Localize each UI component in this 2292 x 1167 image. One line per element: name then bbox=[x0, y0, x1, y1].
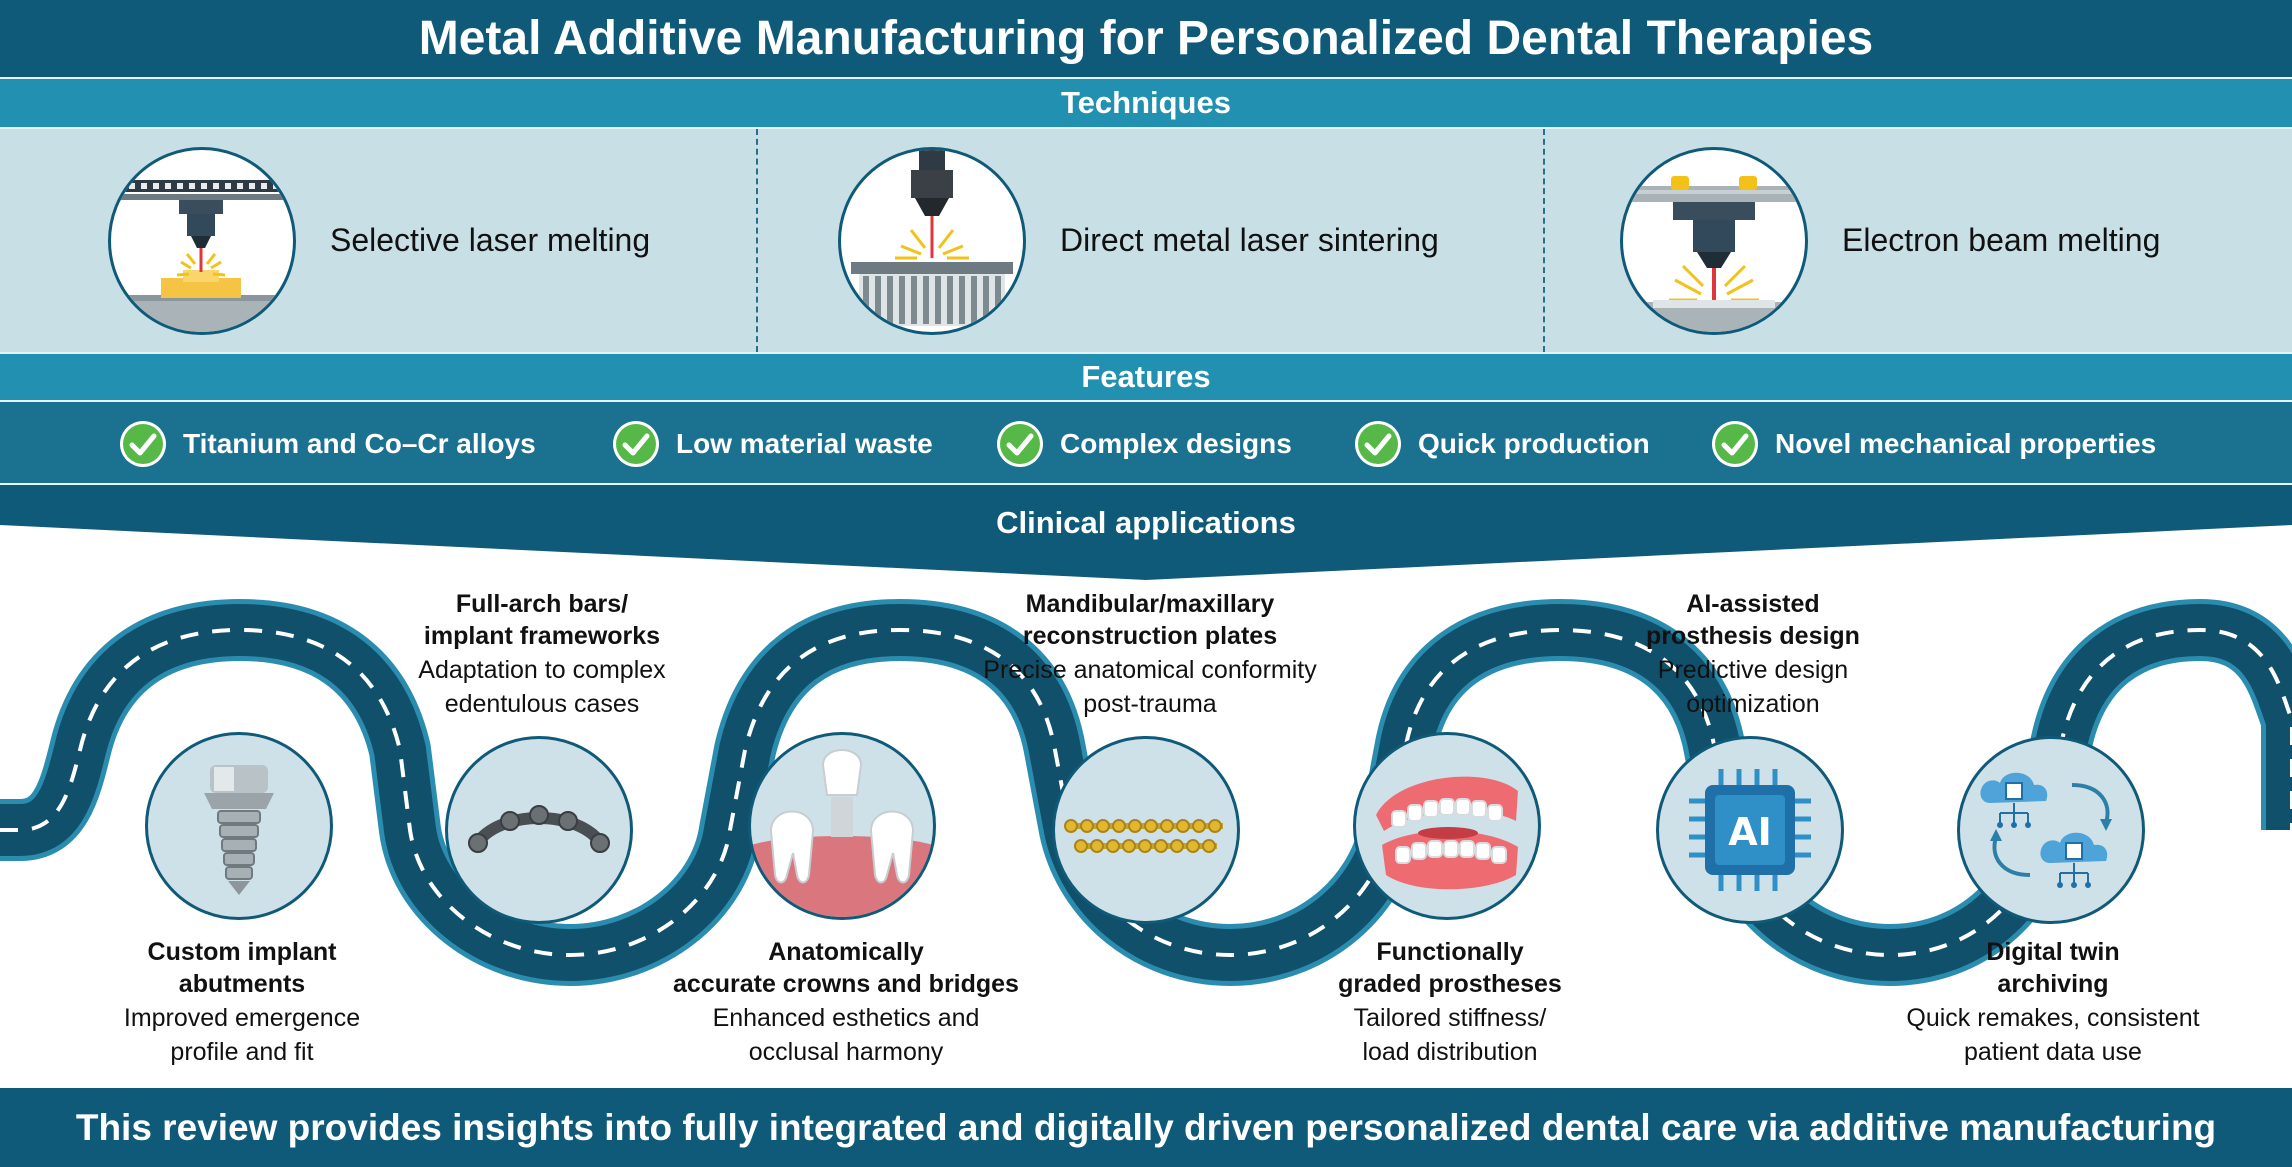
application-text: AI-assisted prosthesis design Predictive… bbox=[1543, 588, 1963, 720]
arch-bar-icon bbox=[445, 736, 633, 924]
application-title: AI-assisted bbox=[1686, 590, 1820, 618]
application-description: Enhanced esthetics and bbox=[712, 1004, 980, 1032]
application-description: patient data use bbox=[1964, 1038, 2142, 1066]
denture-icon bbox=[1353, 732, 1541, 920]
clinical-heading: Clinical applications bbox=[996, 505, 1296, 540]
check-icon bbox=[997, 421, 1043, 467]
techniques-heading-text: Techniques bbox=[1061, 85, 1231, 120]
application-description: occlusal harmony bbox=[748, 1038, 944, 1066]
check-icon bbox=[613, 421, 659, 467]
page-title: Metal Additive Manufacturing for Persona… bbox=[418, 12, 1874, 65]
laser-sintering-icon bbox=[838, 146, 1026, 335]
footer-text: This review provides insights into fully… bbox=[75, 1106, 2217, 1148]
technique-item: Direct metal laser sintering bbox=[838, 129, 1439, 352]
application-title: Anatomically bbox=[768, 938, 924, 966]
footer-bar: This review provides insights into fully… bbox=[0, 1088, 2292, 1167]
application-title: Functionally bbox=[1376, 938, 1524, 966]
feature-item: Low material waste bbox=[612, 420, 933, 468]
application-description: Quick remakes, consistent bbox=[1906, 1004, 2200, 1032]
application-text: Custom implant abutments Improved emerge… bbox=[32, 936, 452, 1068]
check-icon bbox=[1712, 421, 1758, 467]
electron-beam-icon bbox=[1620, 146, 1808, 335]
technique-item: Electron beam melting bbox=[1620, 129, 2160, 352]
ai-chip-icon: AI bbox=[1656, 736, 1844, 924]
application-description: profile and fit bbox=[170, 1038, 314, 1066]
techniques-row bbox=[0, 129, 2292, 352]
application-description: edentulous cases bbox=[444, 690, 640, 718]
application-text: Anatomically accurate crowns and bridges… bbox=[636, 936, 1056, 1068]
application-description: Precise anatomical conformity bbox=[983, 656, 1317, 684]
feature-item: Titanium and Co–Cr alloys bbox=[119, 420, 536, 468]
application-title: Mandibular/maxillary bbox=[1025, 590, 1275, 618]
ai-chip-label: AI bbox=[1728, 810, 1772, 854]
technique-label: Electron beam melting bbox=[1842, 222, 2161, 258]
application-title: prosthesis design bbox=[1646, 622, 1860, 650]
technique-divider bbox=[756, 129, 758, 352]
techniques-heading: Techniques bbox=[0, 77, 2292, 129]
features-row bbox=[0, 402, 2292, 485]
feature-item: Complex designs bbox=[996, 420, 1292, 468]
feature-item: Quick production bbox=[1354, 420, 1650, 468]
application-text: Digital twin archiving Quick remakes, co… bbox=[1843, 936, 2263, 1068]
application-description: post-trauma bbox=[1083, 690, 1217, 718]
feature-label: Low material waste bbox=[676, 428, 933, 459]
crown-bridge-icon bbox=[748, 732, 936, 920]
technique-item: Selective laser melting bbox=[108, 129, 650, 352]
dental-implant-icon bbox=[145, 732, 333, 920]
application-title: Full-arch bars/ bbox=[455, 590, 629, 618]
application-description: optimization bbox=[1686, 690, 1820, 718]
application-text: Full-arch bars/ implant frameworks Adapt… bbox=[332, 588, 752, 720]
feature-label: Complex designs bbox=[1060, 428, 1292, 459]
application-title: graded prostheses bbox=[1338, 970, 1562, 998]
application-title: Custom implant bbox=[147, 938, 337, 966]
features-heading-text: Features bbox=[1081, 359, 1211, 394]
application-description: Improved emergence bbox=[123, 1004, 361, 1032]
application-description: Adaptation to complex bbox=[418, 656, 666, 684]
technique-label: Direct metal laser sintering bbox=[1060, 222, 1439, 258]
check-icon bbox=[1355, 421, 1401, 467]
selective-laser-melting-icon bbox=[108, 146, 296, 335]
application-title: archiving bbox=[1997, 970, 2109, 998]
reconstruction-plate-icon bbox=[1052, 736, 1240, 924]
check-icon bbox=[120, 421, 166, 467]
application-title: implant frameworks bbox=[423, 622, 661, 650]
application-description: Tailored stiffness/ bbox=[1353, 1004, 1547, 1032]
application-title: Digital twin bbox=[1986, 938, 2120, 966]
feature-label: Quick production bbox=[1418, 428, 1650, 459]
technique-divider bbox=[1543, 129, 1545, 352]
feature-label: Novel mechanical properties bbox=[1775, 428, 2157, 459]
features-heading: Features bbox=[0, 352, 2292, 402]
application-title: accurate crowns and bridges bbox=[673, 970, 1019, 998]
application-title: abutments bbox=[178, 970, 306, 998]
clinical-banner bbox=[0, 485, 2292, 580]
title-bar: Metal Additive Manufacturing for Persona… bbox=[0, 0, 2292, 77]
cloud-sync-icon bbox=[1957, 736, 2145, 924]
application-description: load distribution bbox=[1362, 1038, 1538, 1066]
technique-label: Selective laser melting bbox=[330, 222, 651, 258]
application-title: reconstruction plates bbox=[1022, 622, 1278, 650]
application-description: Predictive design bbox=[1657, 656, 1849, 684]
feature-label: Titanium and Co–Cr alloys bbox=[183, 428, 536, 459]
feature-item: Novel mechanical properties bbox=[1711, 420, 2156, 468]
application-text: Mandibular/maxillary reconstruction plat… bbox=[940, 588, 1360, 720]
application-text: Functionally graded prostheses Tailored … bbox=[1240, 936, 1660, 1068]
